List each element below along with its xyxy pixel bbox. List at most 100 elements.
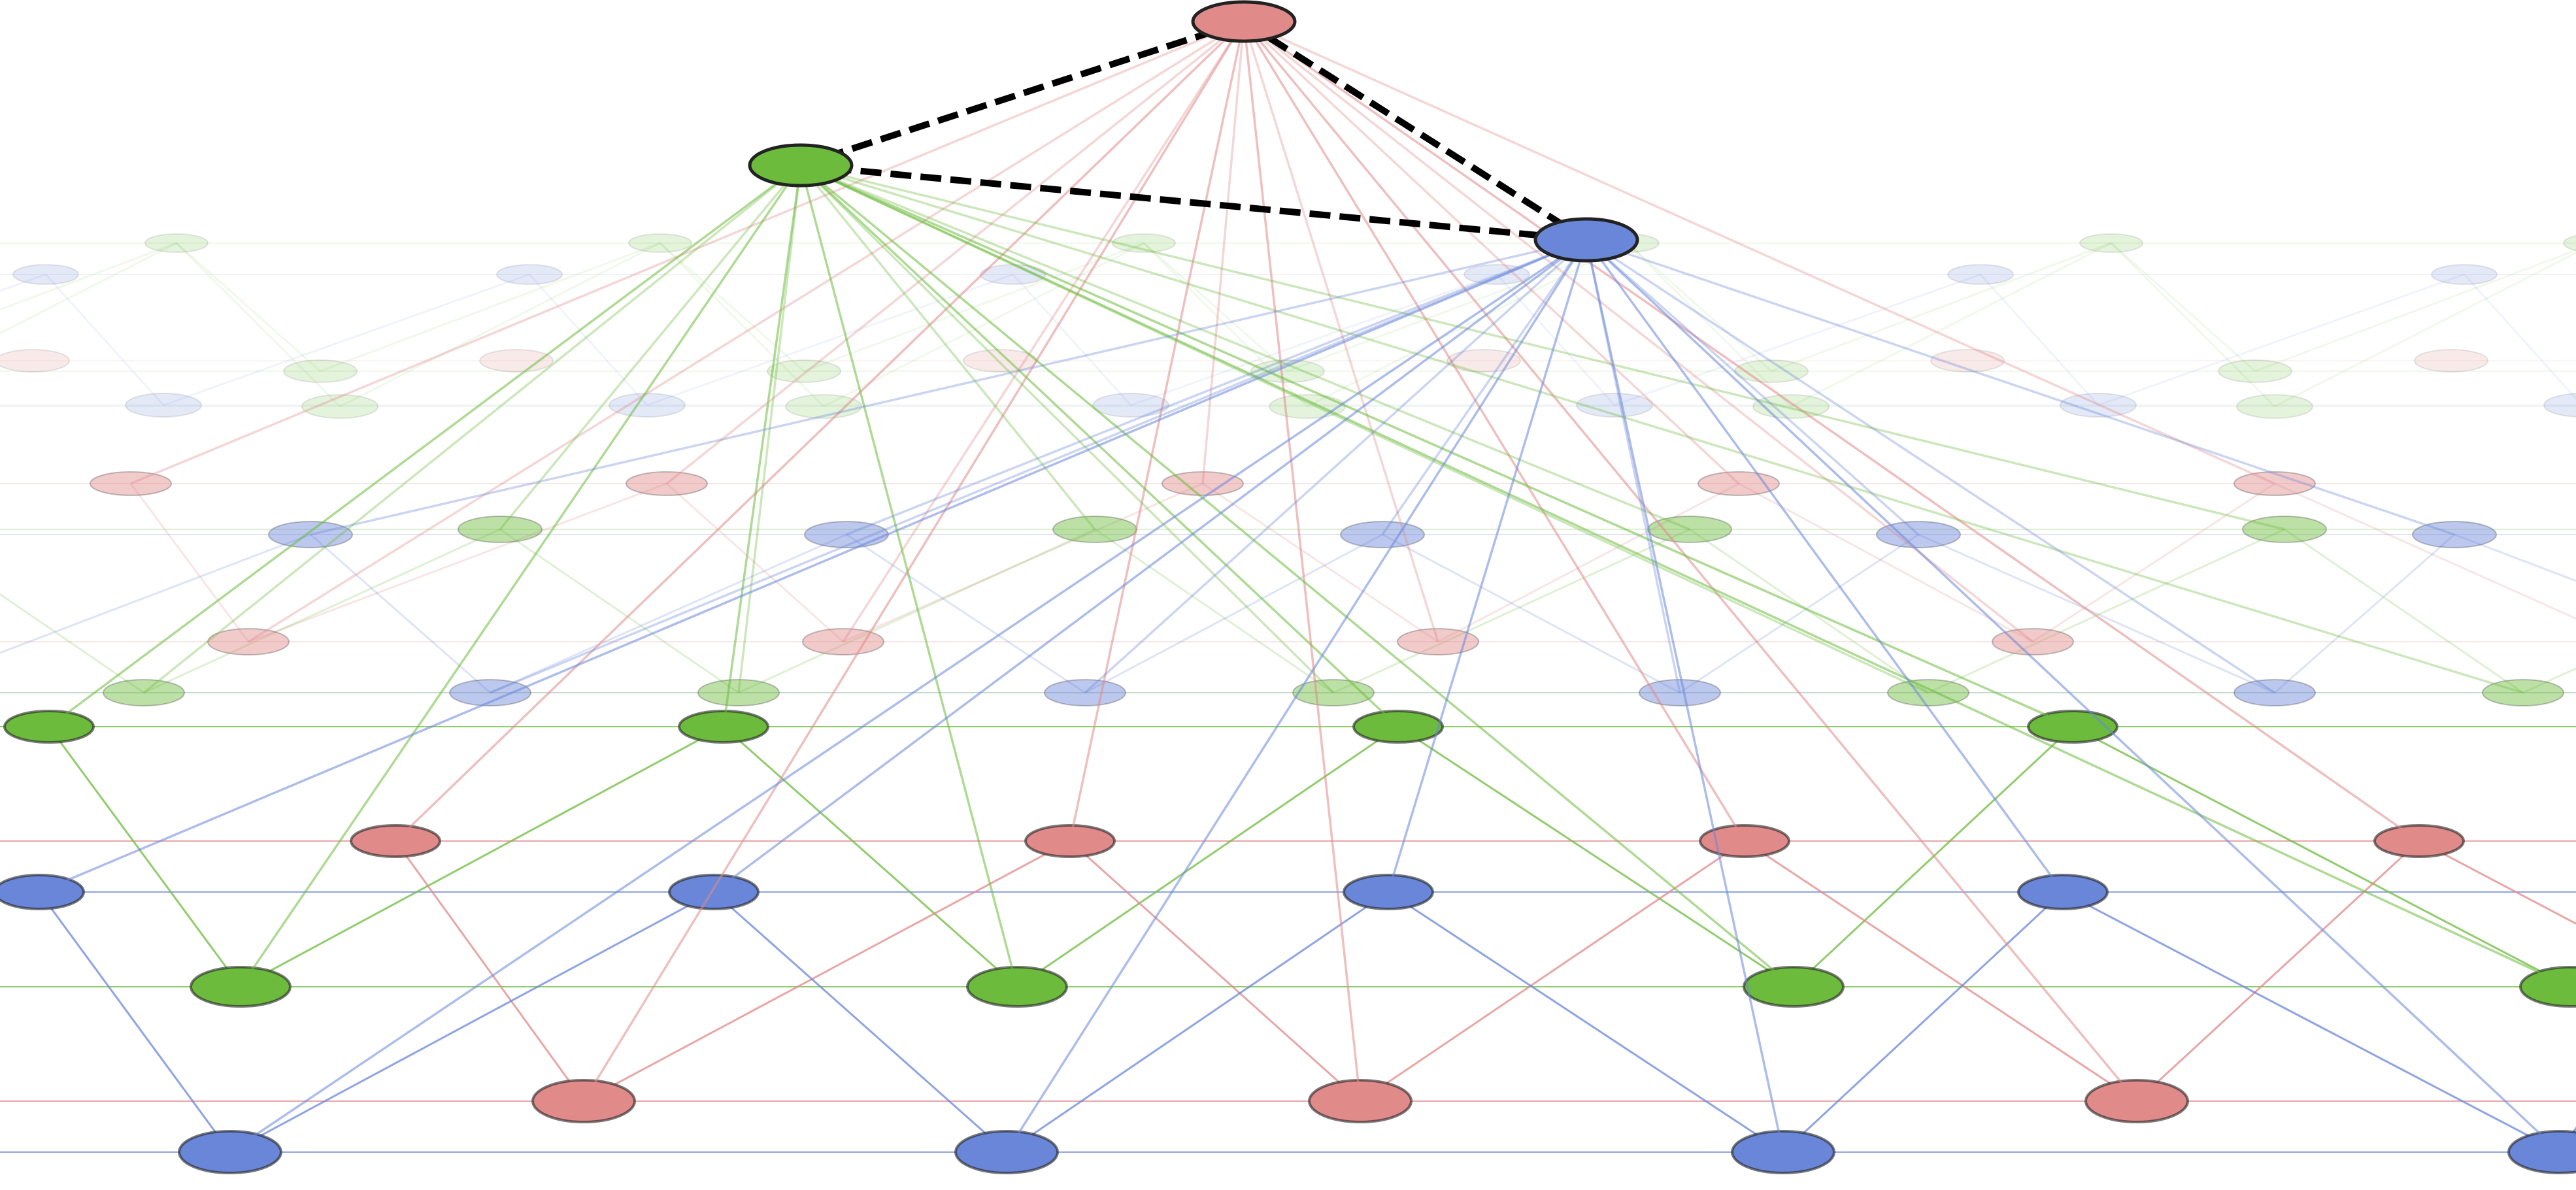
blue-apex-ray bbox=[1005, 239, 1588, 1153]
green-apex-ray bbox=[799, 164, 1335, 694]
red-lattice-node bbox=[2233, 471, 2316, 496]
lattice-diagonal-edge bbox=[0, 533, 311, 654]
lattice-diagonal-edge bbox=[1437, 482, 1739, 643]
blue-lattice-node bbox=[2233, 679, 2316, 706]
lattice-diagonal-edge bbox=[176, 242, 321, 372]
blue-lattice-node bbox=[1092, 393, 1169, 418]
red-apex-ray bbox=[1243, 21, 1362, 1102]
red-lattice-node bbox=[1930, 349, 2005, 372]
lattice-diagonal-edge bbox=[2522, 667, 2576, 694]
lattice-diagonal-edge bbox=[175, 242, 341, 408]
lattice-diagonal-edge bbox=[143, 528, 501, 694]
lattice-diagonal-edge bbox=[1771, 242, 2112, 372]
blue-apex-ray bbox=[1084, 239, 1588, 694]
lattice-diagonal-edge bbox=[846, 533, 1086, 694]
red-apex-ray bbox=[130, 20, 1245, 485]
red-lattice-node bbox=[2414, 349, 2488, 372]
green-lattice-node bbox=[2079, 233, 2143, 253]
green-apex-ray bbox=[800, 164, 2571, 988]
blue-lattice-node bbox=[1576, 393, 1653, 418]
green-apex-node bbox=[748, 143, 854, 188]
lattice-diagonal-edge bbox=[2274, 252, 2576, 408]
green-lattice-node bbox=[2482, 679, 2564, 706]
red-apex-ray bbox=[1243, 21, 1746, 842]
apex-dashed-edge bbox=[799, 18, 1245, 169]
red-lattice-node bbox=[90, 471, 172, 496]
red-apex-ray bbox=[582, 21, 1245, 1102]
blue-lattice-node bbox=[609, 393, 686, 418]
lattice-diagonal-edge bbox=[1143, 242, 1309, 408]
green-lattice-node bbox=[103, 679, 185, 706]
lattice-diagonal-edge bbox=[1928, 528, 2285, 694]
lattice-diagonal-edge bbox=[2274, 482, 2576, 620]
blue-apex-ray bbox=[1585, 239, 2064, 893]
red-lattice-node bbox=[0, 349, 70, 372]
lattice-diagonal-edge bbox=[1069, 840, 1362, 1102]
blue-apex-ray bbox=[1586, 239, 2455, 536]
lattice-diagonal-edge bbox=[1130, 273, 1497, 406]
green-lattice-node bbox=[628, 233, 692, 253]
red-apex-ray bbox=[1243, 20, 2034, 643]
red-lattice-node bbox=[802, 628, 884, 655]
lattice-diagonal-edge bbox=[803, 242, 1145, 372]
green-lattice-node bbox=[697, 679, 780, 706]
lattice-diagonal-edge bbox=[229, 891, 714, 1153]
blue-apex-ray bbox=[1585, 239, 1784, 1153]
lattice-diagonal-edge bbox=[394, 840, 585, 1102]
lattice-diagonal-edge bbox=[1397, 725, 1794, 988]
lattice-diagonal-edge bbox=[1679, 533, 1919, 694]
red-apex-ray bbox=[842, 21, 1245, 642]
blue-apex-ray bbox=[229, 239, 1587, 1153]
lattice-back-layer bbox=[0, 233, 2576, 419]
lattice-diagonal-edge bbox=[248, 482, 667, 643]
lattice-diagonal-edge bbox=[843, 482, 1203, 643]
blue-lattice-node bbox=[2060, 393, 2137, 418]
lattice-diagonal-edge bbox=[1202, 482, 1439, 643]
lattice-diagonal-edge bbox=[310, 533, 491, 694]
blue-apex-ray bbox=[712, 239, 1588, 893]
blue-apex-ray bbox=[1585, 239, 2561, 1153]
blue-lattice-node bbox=[1044, 679, 1126, 706]
red-apex-ray bbox=[1069, 21, 1245, 842]
lattice-diagonal-edge bbox=[2072, 725, 2571, 988]
lattice-diagonal-edge bbox=[723, 725, 1018, 988]
green-apex-ray bbox=[799, 164, 1795, 988]
lattice-diagonal-edge bbox=[2463, 273, 2576, 401]
lattice-middle-layer bbox=[0, 471, 2576, 706]
green-apex-ray bbox=[48, 164, 802, 728]
lattice-diagonal-edge bbox=[713, 891, 1007, 1153]
blue-apex-ray bbox=[1586, 239, 2275, 694]
lattice-diagonal-edge bbox=[2032, 482, 2275, 643]
red-apex-ray bbox=[1243, 20, 2275, 485]
apex-dashed-edge bbox=[1242, 18, 1588, 243]
blue-apex-ray bbox=[490, 239, 1587, 694]
lattice-diagonal-edge bbox=[163, 273, 530, 406]
lattice-diagonal-edge bbox=[1979, 273, 2099, 406]
red-lattice-node bbox=[207, 628, 290, 655]
lattice-diagonal-edge bbox=[738, 528, 1096, 694]
blue-lattice-node bbox=[449, 679, 531, 706]
red-apex-node bbox=[1191, 0, 1297, 43]
lattice-diagonal-edge bbox=[2111, 242, 2256, 372]
red-apex-ray bbox=[1243, 21, 1439, 642]
lattice-diagonal-edge bbox=[2274, 533, 2455, 694]
green-apex-ray bbox=[799, 164, 1096, 531]
lattice-diagonal-edge bbox=[1333, 528, 1690, 694]
lattice-diagonal-edge bbox=[0, 242, 177, 335]
red-apex-ray bbox=[1243, 20, 2138, 1102]
green-apex-ray bbox=[722, 165, 802, 727]
red-lattice-node bbox=[1447, 349, 1521, 372]
red-apex-ray bbox=[665, 20, 1245, 485]
lattice-diagonal-edge bbox=[1614, 273, 1981, 406]
lattice-diagonal-edge bbox=[528, 273, 648, 406]
green-lattice-node bbox=[2218, 359, 2292, 383]
lattice-diagonal-edge bbox=[129, 483, 250, 642]
green-lattice-node bbox=[2236, 394, 2313, 419]
lattice-diagonal-edge bbox=[1918, 533, 2275, 694]
blue-apex-ray bbox=[1585, 239, 1920, 536]
red-apex-ray bbox=[394, 20, 1245, 842]
green-apex-ray bbox=[239, 165, 802, 987]
lattice-diagonal-edge bbox=[2135, 840, 2420, 1102]
blue-lattice-node bbox=[1876, 521, 1961, 548]
apex-dashed-edge bbox=[800, 162, 1587, 243]
